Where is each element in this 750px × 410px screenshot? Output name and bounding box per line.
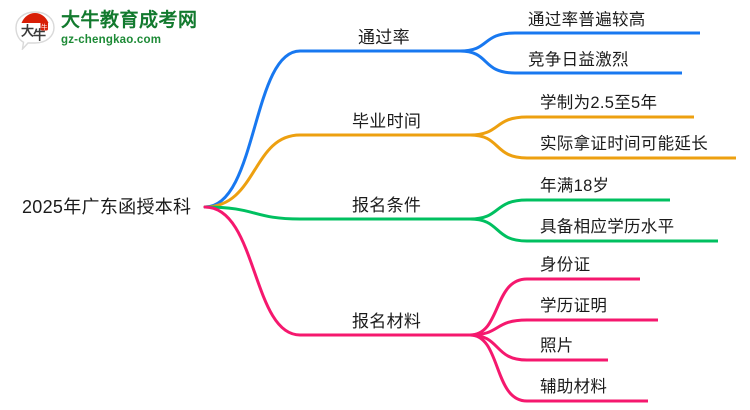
mindmap-branch-label-2: 报名条件 <box>352 196 422 215</box>
mindmap-leaf-label-2-1: 具备相应学历水平 <box>540 218 675 236</box>
mindmap-root-label: 2025年广东函授本科 <box>22 197 192 217</box>
mindmap-branch-label-1: 毕业时间 <box>352 112 422 131</box>
logo-title: 大牛教育成考网 <box>61 10 198 31</box>
leaf-curve-1-1 <box>468 133 529 160</box>
mindmap-leaf-label-3-0: 身份证 <box>540 256 591 274</box>
leaf-curve-3-0 <box>468 277 529 337</box>
leaf-curve-3-2 <box>468 333 529 362</box>
svg-text:牛: 牛 <box>41 22 48 31</box>
mindmap-leaf-label-1-0: 学制为2.5至5年 <box>540 94 658 112</box>
branch-curve-3 <box>203 205 302 337</box>
branch-curve-0 <box>203 49 302 209</box>
branch-curve-1 <box>203 133 302 209</box>
leaf-curve-2-0 <box>468 198 529 221</box>
logo-domain: gz-chengkao.com <box>61 34 162 46</box>
svg-text:牛: 牛 <box>33 28 46 43</box>
mindmap-branch-label-0: 通过率 <box>358 28 410 47</box>
leaf-curve-2-1 <box>468 217 529 243</box>
mindmap-leaf-label-3-1: 学历证明 <box>540 297 608 315</box>
mindmap-leaf-label-0-0: 通过率普遍较高 <box>528 11 646 29</box>
mindmap-leaf-label-3-3: 辅助材料 <box>540 378 608 396</box>
logo-text-block: 大牛教育成考网 gz-chengkao.com <box>61 10 198 48</box>
mindmap-leaf-label-2-0: 年满18岁 <box>540 177 610 195</box>
daniu-speech-bubble-icon: 牛 大 牛 <box>15 11 55 50</box>
mindmap-branch-label-3: 报名材料 <box>352 312 422 331</box>
mindmap-leaf-label-3-2: 照片 <box>540 337 574 355</box>
leaf-curve-1-0 <box>468 115 529 137</box>
mindmap-leaf-label-1-1: 实际拿证时间可能延长 <box>540 135 708 153</box>
leaf-curve-3-3 <box>468 333 529 403</box>
site-watermark-logo: 牛 大 牛 大牛教育成考网 gz-chengkao.com <box>14 6 198 54</box>
leaf-curve-0-0 <box>458 31 517 53</box>
mindmap-leaf-label-0-1: 竞争日益激烈 <box>528 51 629 69</box>
branch-curve-2 <box>203 205 302 221</box>
svg-text:大: 大 <box>21 24 34 39</box>
leaf-curve-0-1 <box>458 49 517 75</box>
